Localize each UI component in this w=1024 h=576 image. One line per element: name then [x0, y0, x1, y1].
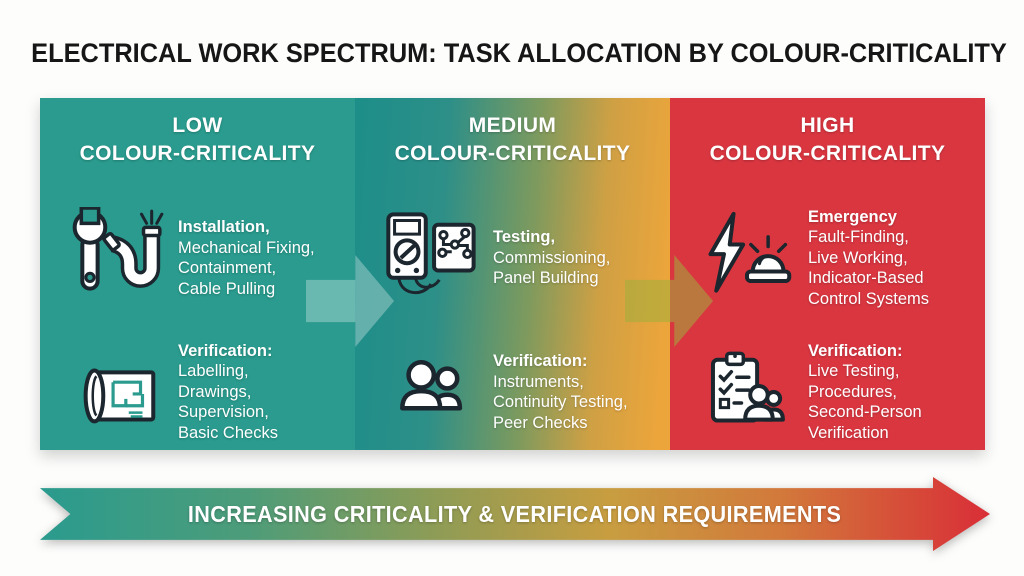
page-title: ELECTRICAL WORK SPECTRUM: TASK ALLOCATIO… — [31, 38, 1007, 68]
panel-low: LOW COLOUR-CRITICALITY — [40, 98, 355, 450]
task-row: Verification: Instruments, Continuity Te… — [355, 330, 670, 454]
panel-low-header: LOW COLOUR-CRITICALITY — [40, 112, 355, 184]
wrench-conduit-icon — [64, 207, 170, 309]
task-text: Testing, Commissioning, Panel Building — [493, 227, 610, 289]
task-lead: Verification: — [493, 352, 588, 370]
task-lead: Emergency — [808, 207, 897, 226]
task-lead: Testing, — [493, 228, 556, 247]
task-line: Indicator-Based — [808, 269, 924, 288]
task-line: Drawings, — [178, 382, 252, 401]
panel-medium-header: MEDIUM COLOUR-CRITICALITY — [355, 112, 670, 184]
panel-medium-subtitle: COLOUR-CRITICALITY — [394, 142, 631, 165]
task-line: Second-Person — [808, 403, 922, 422]
task-line: Supervision, — [178, 403, 269, 422]
task-line: Panel Building — [493, 269, 599, 288]
panel-high: HIGH COLOUR-CRITICALITY Emergency Fault-… — [670, 98, 985, 450]
task-line: Verification — [808, 423, 889, 442]
task-line: Basic Checks — [178, 423, 278, 442]
task-line: Commissioning, — [493, 248, 611, 267]
criticality-arrow-label: INCREASING CRITICALITY & VERIFICATION RE… — [188, 500, 842, 527]
task-row: Testing, Commissioning, Panel Building — [355, 192, 670, 324]
task-text: Installation, Mechanical Fixing, Contain… — [178, 217, 315, 299]
task-row: Verification: Labelling, Drawings, Super… — [40, 330, 355, 454]
panel-high-subtitle: COLOUR-CRITICALITY — [709, 142, 946, 165]
task-lead: Verification: — [808, 341, 903, 360]
panel-high-header: HIGH COLOUR-CRITICALITY — [670, 112, 985, 184]
task-text: Verification: Instruments, Continuity Te… — [493, 351, 628, 433]
panel-high-level: HIGH — [800, 114, 855, 137]
task-line: Continuity Testing, — [493, 393, 628, 411]
criticality-arrow: INCREASING CRITICALITY & VERIFICATION RE… — [40, 477, 990, 551]
task-line: Control Systems — [808, 289, 930, 308]
task-text: Verification: Live Testing, Procedures, … — [808, 341, 922, 444]
blueprint-icon — [64, 343, 170, 441]
task-row: Installation, Mechanical Fixing, Contain… — [40, 192, 355, 324]
task-row: Verification: Live Testing, Procedures, … — [670, 330, 985, 454]
criticality-arrow-shape: INCREASING CRITICALITY & VERIFICATION RE… — [40, 477, 990, 551]
task-line: Instruments, — [493, 372, 584, 391]
two-people-icon — [379, 347, 485, 437]
task-text: Emergency Fault-Finding, Live Working, I… — [808, 207, 929, 310]
task-text: Verification: Labelling, Drawings, Super… — [178, 341, 278, 444]
task-line: Live Testing, — [808, 362, 900, 381]
task-line: Cable Pulling — [178, 279, 276, 298]
task-line: Procedures, — [808, 382, 897, 401]
task-line: Peer Checks — [493, 413, 588, 432]
spectrum-band: LOW COLOUR-CRITICALITY — [40, 98, 985, 450]
panel-low-subtitle: COLOUR-CRITICALITY — [79, 142, 316, 165]
task-lead: Verification: — [178, 341, 273, 360]
panel-low-level: LOW — [172, 114, 223, 137]
clipboard-people-icon — [694, 346, 800, 438]
task-line: Containment, — [178, 259, 277, 277]
task-line: Labelling, — [178, 362, 249, 381]
task-lead: Installation, — [178, 218, 270, 236]
panel-medium: MEDIUM COLOUR-CRITICALITY — [355, 98, 670, 450]
panel-medium-level: MEDIUM — [468, 114, 557, 137]
task-line: Mechanical Fixing, — [178, 238, 315, 257]
task-line: Live Working, — [808, 248, 908, 267]
bolt-siren-icon — [694, 210, 800, 306]
task-row: Emergency Fault-Finding, Live Working, I… — [670, 192, 985, 324]
multimeter-circuit-icon — [379, 206, 485, 310]
task-line: Fault-Finding, — [808, 228, 909, 247]
